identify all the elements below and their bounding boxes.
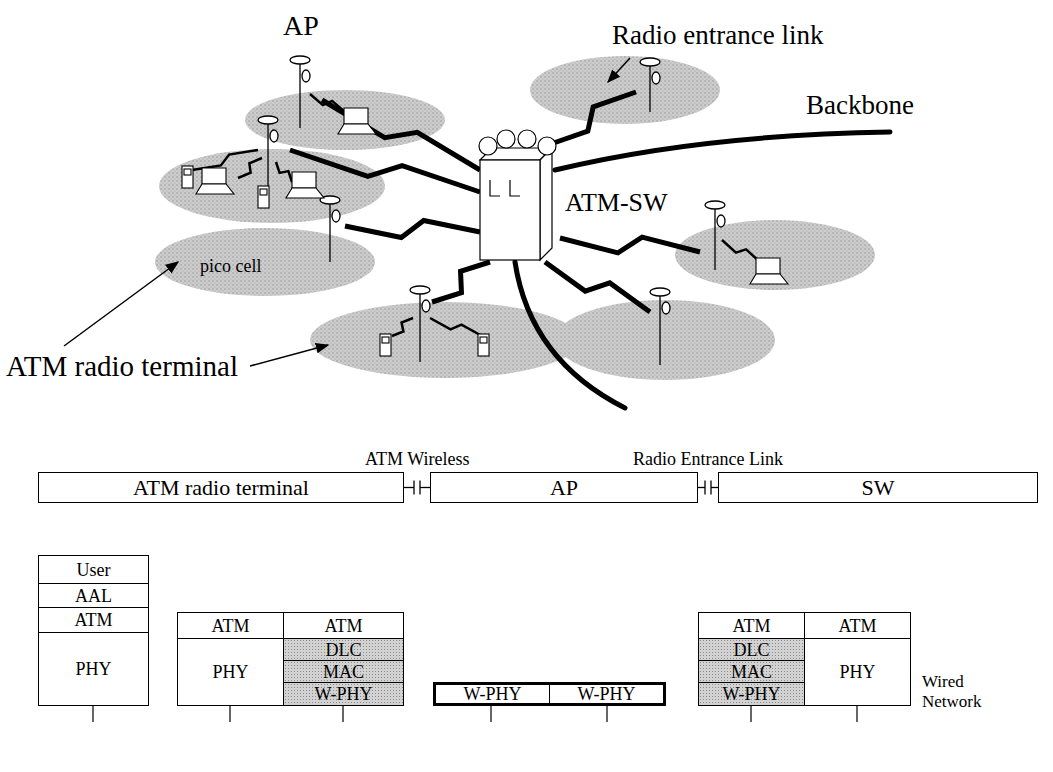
layer-name: W-PHY [464, 685, 522, 703]
layer-name: ATM [324, 617, 362, 635]
protocol-layer: ATM [698, 612, 805, 639]
link-callout: Radio entrance link [612, 22, 823, 49]
pico-cell-area [555, 300, 775, 380]
layer-name: AP [550, 477, 578, 499]
network-label: Wired Network [922, 672, 994, 713]
protocol-layer: PHY [177, 638, 284, 706]
layer-name: PHY [75, 660, 111, 678]
pico-cells [155, 56, 875, 380]
layer-name: DLC [326, 641, 362, 659]
link-label: ATM Wireless [365, 450, 469, 468]
protocol-layer: ATM [804, 612, 911, 639]
link-connector [698, 481, 718, 495]
wireless-layer: MAC [698, 660, 805, 683]
access-points [258, 56, 725, 365]
device-box: AP [430, 472, 698, 503]
ap-label: AP [283, 12, 319, 40]
atm-switch [479, 130, 556, 260]
layer-name: MAC [731, 663, 772, 681]
layer-name: User [77, 561, 111, 579]
pico-cell-area [675, 220, 875, 290]
link-connector [404, 481, 430, 495]
radio-terminals [182, 108, 788, 356]
wired-ticks [93, 706, 857, 722]
pico-cell-area [310, 302, 580, 378]
layer-name: ATM [838, 617, 876, 635]
link-label: Radio Entrance Link [633, 450, 783, 468]
wireless-layer: DLC [698, 638, 805, 661]
leader-lines [64, 58, 630, 366]
wireless-phy-layer: W-PHY [549, 682, 666, 706]
layer-name: PHY [212, 663, 248, 681]
protocol-layer: ATM [38, 607, 149, 633]
pico-cell-area [245, 90, 445, 150]
pico-cell-area [530, 56, 720, 124]
terminal-callout: ATM radio terminal [6, 352, 238, 381]
protocol-layer: PHY [804, 638, 911, 706]
layer-name: W-PHY [723, 685, 781, 703]
wireless-layer: W-PHY [283, 682, 404, 706]
layer-name: ATM radio terminal [133, 477, 309, 499]
layer-name: PHY [839, 663, 875, 681]
layer-name: W-PHY [315, 685, 373, 703]
backbone-label: Backbone [806, 92, 914, 119]
protocol-layer: ATM [177, 612, 284, 639]
wireless-layer: DLC [283, 638, 404, 661]
backbone-cable [515, 132, 890, 408]
layer-name: ATM [732, 617, 770, 635]
layer-name: DLC [734, 641, 770, 659]
device-box: SW [718, 472, 1038, 503]
pico-cell-area [159, 149, 385, 223]
layer-name: AAL [75, 587, 112, 605]
device-box: ATM radio terminal [38, 472, 404, 503]
wireless-layer: W-PHY [698, 682, 805, 706]
layer-name: ATM [74, 611, 112, 629]
pico-cell-area [155, 228, 375, 296]
layer-name: MAC [323, 663, 364, 681]
layer-name: W-PHY [578, 685, 636, 703]
radio-links [192, 92, 760, 336]
protocol-layer: ATM [283, 612, 404, 639]
switch-label: ATM-SW [565, 190, 668, 216]
layer-name: SW [862, 477, 895, 499]
wireless-layer: MAC [283, 660, 404, 683]
cell-label: pico cell [200, 257, 261, 275]
protocol-layer: AAL [38, 583, 149, 608]
layer-name: ATM [211, 617, 249, 635]
protocol-layer: PHY [38, 632, 149, 706]
wireless-phy-layer: W-PHY [433, 682, 550, 706]
protocol-layer: User [38, 555, 149, 584]
